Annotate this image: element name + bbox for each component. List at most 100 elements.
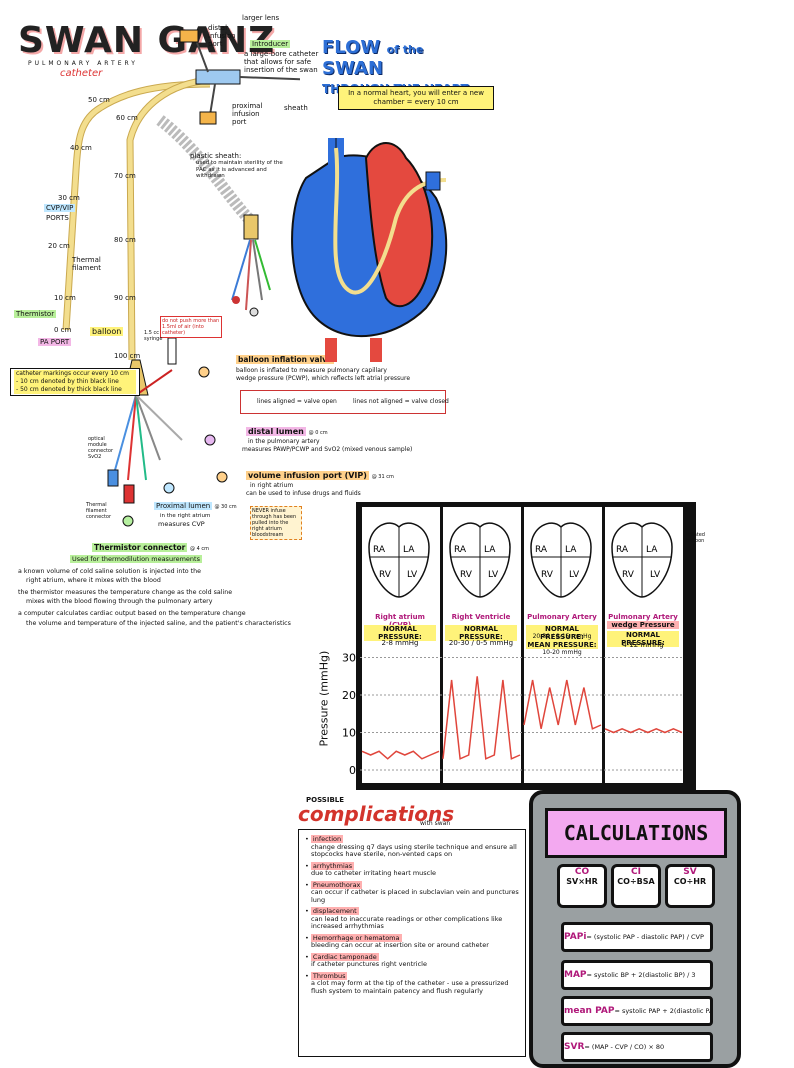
mpap-formula: mean PAP= systolic PAP + 2(diastolic PAP… <box>561 996 713 1026</box>
swan-ganz-title: SWAN GANZ <box>18 20 276 61</box>
optical-module-label: optical module connector SvO2 <box>88 436 114 460</box>
balloon-valve-label: balloon inflation valve <box>236 355 335 364</box>
complication-head: • arrhythmias <box>305 861 355 870</box>
proximal-port-label: proximal infusion port <box>232 102 263 126</box>
sheath-label: sheath <box>284 104 308 112</box>
papi-formula: PAPi= (systolic PAP - diastolic PAP) / C… <box>561 922 713 952</box>
introducer-label: Introducer <box>250 40 291 48</box>
vip-desc-1: in right atrium <box>250 482 294 489</box>
never-infuse-note: NEVER infuse through has been pulled int… <box>250 506 302 540</box>
map-formula: MAP= systolic BP + 2(diastolic BP) / 3 <box>561 960 713 990</box>
mini-la-3: LA <box>565 545 577 555</box>
distal-lumen-desc-2: measures PAWP/PCWP and SvO2 (mixed venou… <box>242 446 413 453</box>
catheter-drawing <box>62 29 300 527</box>
valve-box: lines aligned = valve open lines not ali… <box>240 390 449 414</box>
mark-10cm: 10 cm <box>54 294 76 302</box>
panel-3-mean: 10-20 mmHg <box>542 649 582 656</box>
co-key: CO SV×HR <box>557 864 607 908</box>
balloon-valve-desc-2: wedge pressure (PCWP), which reflects le… <box>236 375 411 382</box>
ci-key: CI CO÷BSA <box>611 864 661 908</box>
ports-label: PORTS <box>46 214 69 222</box>
thermistor-connector-label: Thermistor connector @ 4 cm <box>92 543 209 552</box>
thermodilution-line-2: right atrium, where it mixes with the bl… <box>26 577 161 584</box>
introducer-desc-3: insertion of the swan <box>244 66 318 74</box>
thermodilution-line-1: a known volume of cold saline solution i… <box>18 568 201 575</box>
thermodilution-line-4: mixes with the blood flowing through the… <box>26 598 213 605</box>
map-label: MAP <box>564 970 587 980</box>
mark-50cm: 50 cm <box>88 96 110 104</box>
complication-head-text: displacement <box>310 907 359 915</box>
chart-ylabel: Pressure (mmHg) <box>317 650 331 747</box>
introducer-desc-1: a large-bore catheter <box>244 50 319 58</box>
inflated-balloon-label: inflated balloon <box>686 532 705 544</box>
complication-desc: if catheter punctures right ventricle <box>311 960 427 968</box>
y-tick-label: 30 <box>342 652 356 665</box>
thermistor-label: Thermistor <box>14 310 57 318</box>
catheter-subtitle: catheter <box>60 68 103 79</box>
complication-head: • Hemorrhage or hematoma <box>305 933 402 942</box>
complication-head-text: Cardiac tamponade <box>310 952 379 961</box>
proximal-lumen-desc-2: measures CVP <box>158 520 205 528</box>
mini-ra-1: RA <box>373 545 386 555</box>
panel-4-pressure-label: NORMAL PRESSURE: <box>607 631 679 647</box>
co-bottom: SV×HR <box>566 877 598 886</box>
mini-lv-3: LV <box>569 570 580 580</box>
pulmonary-artery-subtitle: PULMONARY ARTERY <box>28 60 138 67</box>
complication-head-text: Pneumothorax <box>310 880 363 889</box>
calculator: CALCULATIONS CO SV×HR CI CO÷BSA SV CO÷HR… <box>529 790 741 1068</box>
mini-lv-1: LV <box>407 570 418 580</box>
markings-line-1: catheter markings occur every 10 cm <box>14 370 136 378</box>
map-text: = systolic BP + 2(diastolic BP) / 3 <box>586 971 696 979</box>
cc-syringe-label: 1.5 cc syringe <box>144 330 163 342</box>
valve-open-text: lines aligned = valve open <box>257 398 337 405</box>
mark-30cm: 30 cm <box>58 194 80 202</box>
complication-head: • infection <box>305 835 344 843</box>
distal-port-label: distal infusion port <box>208 24 236 48</box>
complication-desc: a clot may form at the tip of the cathet… <box>311 979 509 995</box>
panel-4-pressure: 4-12 mmHg <box>622 641 664 649</box>
complications-with: with swan <box>420 820 451 827</box>
vip-label: volume infusion port (VIP) @ 31 cm <box>246 471 394 480</box>
flow-title-2: of the <box>386 43 424 56</box>
plastic-sheath-label: plastic sheath: <box>190 152 242 160</box>
pressure-series-line <box>361 750 440 760</box>
thermodilution-label: Used for thermodilution measurements <box>70 555 202 563</box>
distal-lumen-desc-1: in the pulmonary artery <box>248 438 320 445</box>
sv-bottom: CO÷HR <box>673 877 707 886</box>
complication-head: • Pneumothorax <box>305 880 363 889</box>
complications-title-small: POSSIBLE <box>306 796 345 804</box>
y-tick-label: 0 <box>349 764 356 777</box>
panel-3-name: Pulmonary Artery <box>527 613 597 621</box>
complication-head-text: arrhythmias <box>310 861 355 870</box>
balloon-label: balloon <box>90 327 124 336</box>
distal-lumen-label: distal lumen @ 0 cm <box>246 427 328 436</box>
complication-head-text: Thrombus <box>310 971 348 980</box>
larger-lens-label: larger lens <box>242 14 280 22</box>
complication-desc: bleeding can occur at insertion site or … <box>311 941 489 949</box>
pressure-series-line <box>604 727 683 734</box>
mini-la-2: LA <box>484 545 496 555</box>
thermal-filament-label: Thermal filament <box>72 256 101 272</box>
sv-top: SV <box>683 867 697 877</box>
mpap-text: = systolic PAP + 2(diastolic PAP) / 3 <box>614 1007 713 1015</box>
svr-text: = (MAP - CVP / CO) × 80 <box>584 1043 665 1051</box>
papi-text: = (systolic PAP - diastolic PAP) / CVP <box>586 933 704 941</box>
panel-3-pressure: 20-30 / 8-15 mmHg <box>532 633 592 640</box>
panel-1-pressure-label: NORMAL PRESSURE: <box>364 625 436 641</box>
y-tick-label: 10 <box>342 727 356 740</box>
svr-formula: SVR= (MAP - CVP / CO) × 80 <box>561 1032 713 1062</box>
markings-box: catheter markings occur every 10 cm - 10… <box>10 368 140 396</box>
mini-hearts: RA LA RV LV RA LA RV LV RA LA RV LV RA L… <box>368 522 673 598</box>
pressure-series-line <box>442 676 521 760</box>
mark-60cm: 60 cm <box>116 114 138 122</box>
flow-title-3: SWAN <box>322 58 384 79</box>
thermodilution-line-6: the volume and temperature of the inject… <box>26 620 291 627</box>
proximal-lumen-label: Proximal lumen @ 30 cm <box>154 502 237 510</box>
panel-2-pressure-label: NORMAL PRESSURE: <box>445 625 517 641</box>
complication-desc: change dressing q7 days using sterile te… <box>311 842 517 858</box>
mark-70cm: 70 cm <box>114 172 136 180</box>
mini-rv-4: RV <box>622 570 635 580</box>
complication-head-text: infection <box>310 835 344 843</box>
mini-lv-4: LV <box>650 570 661 580</box>
